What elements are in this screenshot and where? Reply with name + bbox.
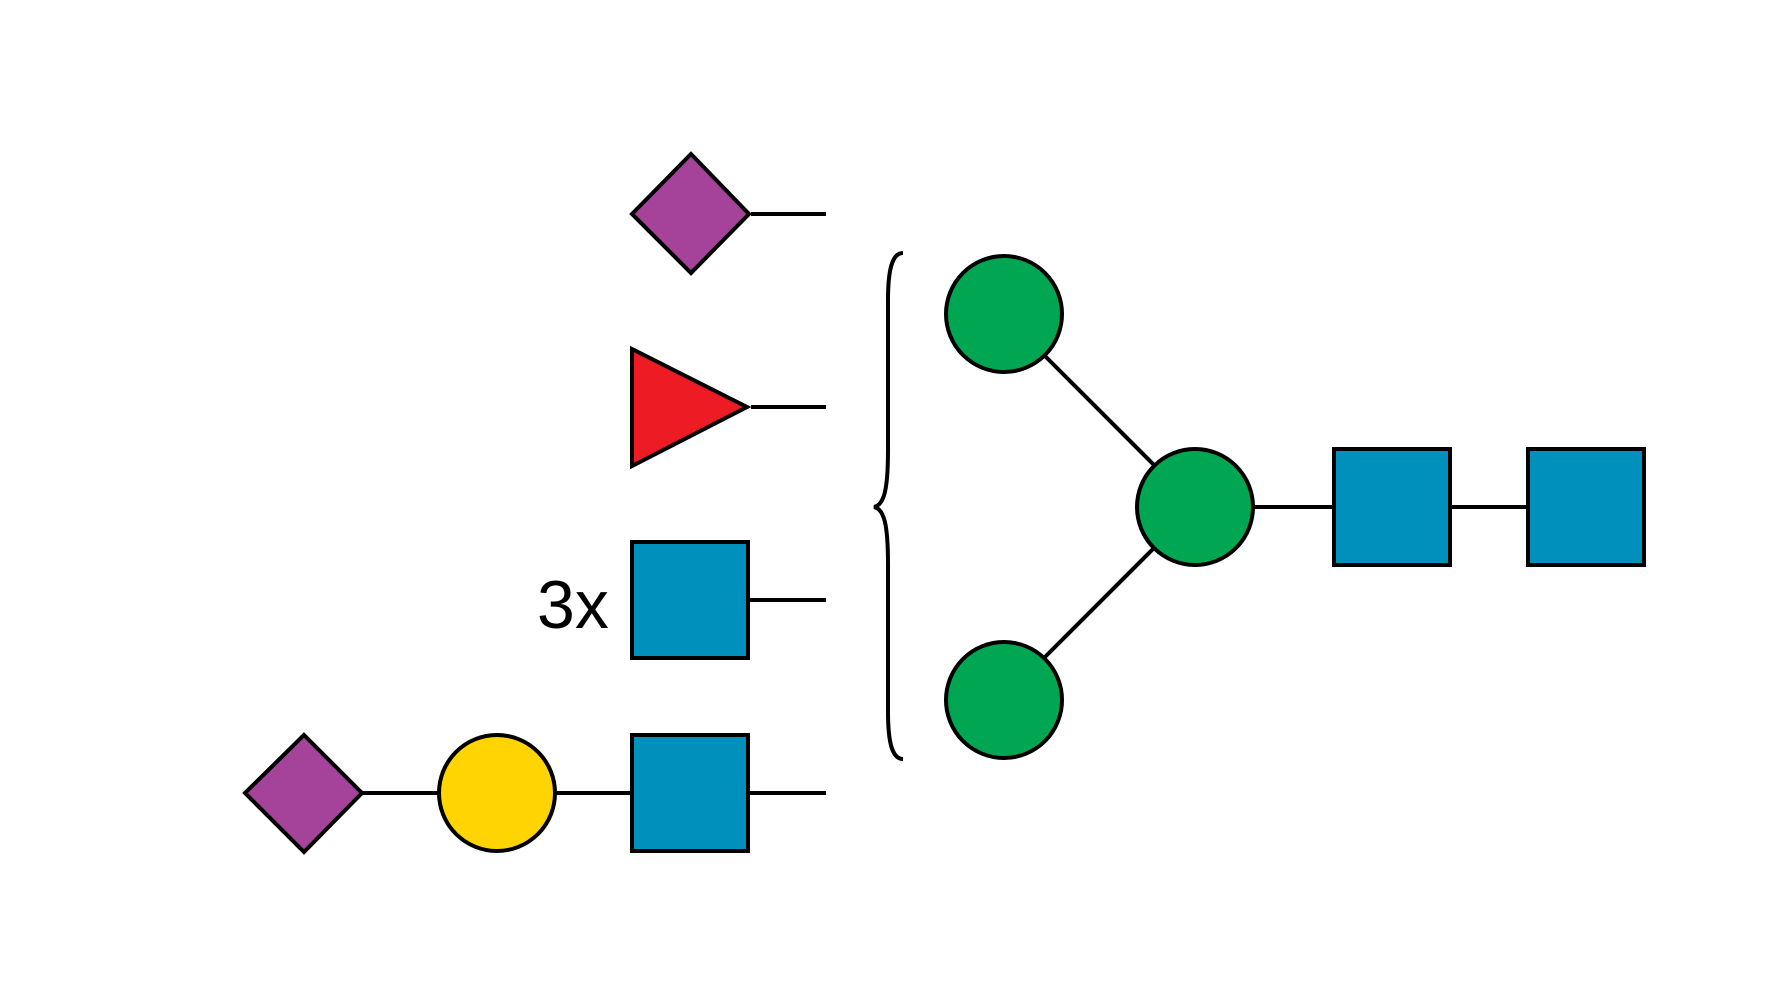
galactose-circle-icon bbox=[437, 733, 557, 853]
bonds bbox=[362, 212, 1528, 795]
core-structure bbox=[944, 254, 1646, 760]
bond-lower-mannose-core bbox=[1041, 544, 1158, 661]
sialic-acid-diamond-icon bbox=[629, 151, 752, 276]
chain-sialic-acid-diamond-icon bbox=[242, 732, 365, 855]
fucose-triangle-icon bbox=[630, 345, 752, 470]
lower-mannose-circle-icon bbox=[944, 640, 1064, 760]
reducing-end-glcnac-square-icon bbox=[1526, 447, 1646, 567]
bond-upper-mannose-core bbox=[1041, 352, 1158, 469]
glcnac-square-icon bbox=[630, 540, 750, 660]
core-glcnac-square-icon bbox=[1332, 447, 1452, 567]
upper-mannose-circle-icon bbox=[944, 254, 1064, 374]
curly-brace bbox=[873, 251, 904, 761]
antenna-legend: 3x bbox=[242, 151, 752, 855]
core-mannose-circle-icon bbox=[1135, 447, 1255, 567]
multiplier-label: 3x bbox=[537, 567, 609, 643]
chain-glcnac-square-icon bbox=[630, 733, 750, 853]
